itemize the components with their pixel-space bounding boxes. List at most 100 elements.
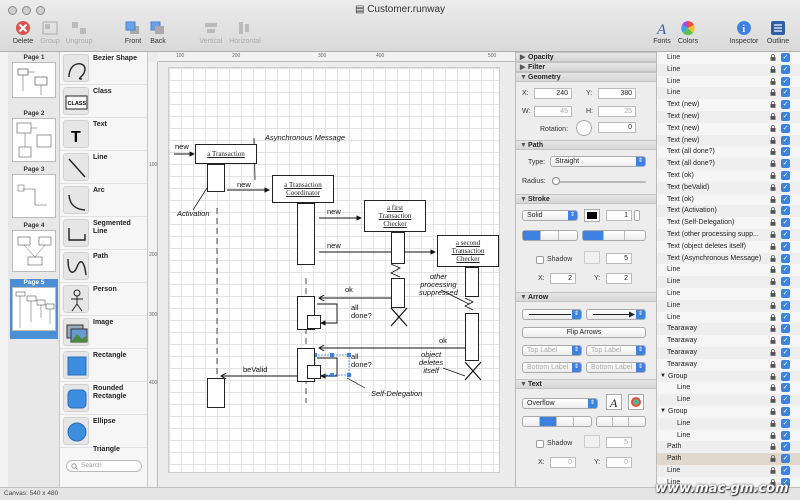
outline-row[interactable]: Line✓ [657,76,800,88]
message-label[interactable]: new [237,180,251,189]
page-thumbnail-3[interactable]: Page 3 [10,166,58,218]
outline-row[interactable]: Line✓ [657,299,800,312]
lock-icon[interactable] [770,455,776,462]
lock-icon[interactable] [770,443,776,451]
visibility-checkbox[interactable]: ✓ [781,430,790,440]
visibility-checkbox[interactable]: ✓ [781,218,790,228]
text-shadow-color-well[interactable] [584,435,600,448]
outline-row[interactable]: Text (ok)✓ [657,194,800,206]
lock-icon[interactable] [770,301,776,309]
outline-row[interactable]: Text (Activation)✓ [657,205,800,218]
outline-row[interactable]: Line✓ [657,394,800,406]
bottom-label-select[interactable]: Bottom Label⇕ [522,362,582,373]
lock-icon[interactable] [770,148,776,156]
shape-person[interactable]: Person [60,283,147,316]
lock-icon[interactable] [770,419,776,427]
visibility-checkbox[interactable]: ✓ [781,383,790,393]
lock-icon[interactable] [770,290,776,297]
lock-icon[interactable] [770,254,776,262]
lock-icon[interactable] [770,219,776,226]
message-label[interactable]: new [327,241,341,250]
lock-icon[interactable] [770,113,776,120]
visibility-checkbox[interactable]: ✓ [781,477,790,487]
message-label[interactable]: ok [439,336,447,345]
lock-icon[interactable] [770,325,776,333]
activation-bar[interactable] [391,278,405,308]
shape-triangle[interactable]: Triangle [60,446,147,460]
zoom-window-button[interactable] [36,6,45,15]
shape-ellipse[interactable]: Ellipse [60,415,147,448]
outline-group-row[interactable]: ▼Group✓ [657,406,800,418]
lock-icon[interactable] [770,313,776,321]
self-delegation-note[interactable]: Self-Delegation [371,389,423,398]
minimize-window-button[interactable] [22,6,31,15]
group-button[interactable]: Group [28,20,72,45]
outline-row[interactable]: Line✓ [657,264,800,276]
path-section-header[interactable]: ▼Path [516,140,656,150]
visibility-checkbox[interactable]: ✓ [781,348,790,357]
lock-icon[interactable] [770,372,776,380]
visibility-checkbox[interactable]: ✓ [781,147,790,157]
outline-row[interactable]: Line✓ [657,63,800,76]
lock-icon[interactable] [770,160,776,167]
visibility-checkbox[interactable]: ✓ [781,407,790,416]
visibility-checkbox[interactable]: ✓ [781,253,790,263]
outline-row[interactable]: Line✓ [657,477,800,487]
opacity-section-header[interactable]: ▶Opacity [516,52,656,62]
outline-row[interactable]: Tearaway✓ [657,335,800,347]
outline-row[interactable]: Text (ok)✓ [657,170,800,182]
visibility-checkbox[interactable]: ✓ [781,277,790,287]
lock-icon[interactable] [770,183,776,191]
outline-row[interactable]: Line✓ [657,430,800,442]
lock-icon[interactable] [770,266,776,274]
bottom-label-select-2[interactable]: Bottom Label⇕ [586,362,646,373]
visibility-checkbox[interactable]: ✓ [781,241,790,251]
visibility-checkbox[interactable]: ✓ [781,454,790,464]
lock-icon[interactable] [770,195,776,203]
message-label[interactable]: ok [345,285,353,294]
outline-group-row[interactable]: ▼Group✓ [657,370,800,383]
arrow-start-select[interactable]: ⇕ [522,309,582,320]
text-align-segmented[interactable] [522,416,592,427]
shape-search-input[interactable]: Search [66,460,142,472]
visibility-checkbox[interactable]: ✓ [781,64,790,74]
lock-icon[interactable] [770,77,776,85]
line-cap-segmented[interactable] [522,230,578,241]
canvas-area[interactable]: 100 200 300 400 500 100 200 300 400 [148,52,515,487]
visibility-checkbox[interactable]: ✓ [781,418,790,428]
lock-icon[interactable] [770,136,776,144]
outline-row[interactable]: Text (Asynchronous Message)✓ [657,252,800,265]
inspector-button[interactable]: i Inspector [722,20,766,45]
visibility-checkbox[interactable]: ✓ [781,230,790,239]
join-round[interactable] [604,231,625,240]
outline-row[interactable]: Line✓ [657,276,800,288]
top-label-select[interactable]: Top Label⇕ [522,345,582,356]
lock-icon[interactable] [770,65,776,73]
shape-arc[interactable]: Arc [60,184,147,217]
delete-button[interactable]: Delete [1,20,45,45]
rotation-dial[interactable] [576,120,592,136]
text-shadow-checkbox[interactable] [536,440,544,448]
visibility-checkbox[interactable]: ✓ [781,265,790,275]
disclosure-down-icon[interactable]: ▼ [660,408,666,414]
visibility-checkbox[interactable]: ✓ [781,442,790,452]
activation-bar[interactable] [207,164,225,192]
close-window-button[interactable] [8,6,17,15]
outline-row[interactable]: Text (beValid)✓ [657,181,800,194]
radius-slider[interactable] [554,181,646,183]
arrow-section-header[interactable]: ▼Arrow [516,292,656,302]
shadow-blur-field[interactable]: 5 [606,253,632,264]
visibility-checkbox[interactable]: ✓ [781,171,790,180]
shape-text[interactable]: T Text [60,118,147,151]
visibility-checkbox[interactable]: ✓ [781,206,790,216]
stroke-color-well[interactable] [584,209,600,222]
stroke-width-field[interactable]: 1 [606,210,632,221]
lock-icon[interactable] [770,172,776,179]
filter-section-header[interactable]: ▶Filter [516,62,656,72]
outline-row[interactable]: Path✓ [657,453,800,465]
cap-round[interactable] [541,231,559,240]
